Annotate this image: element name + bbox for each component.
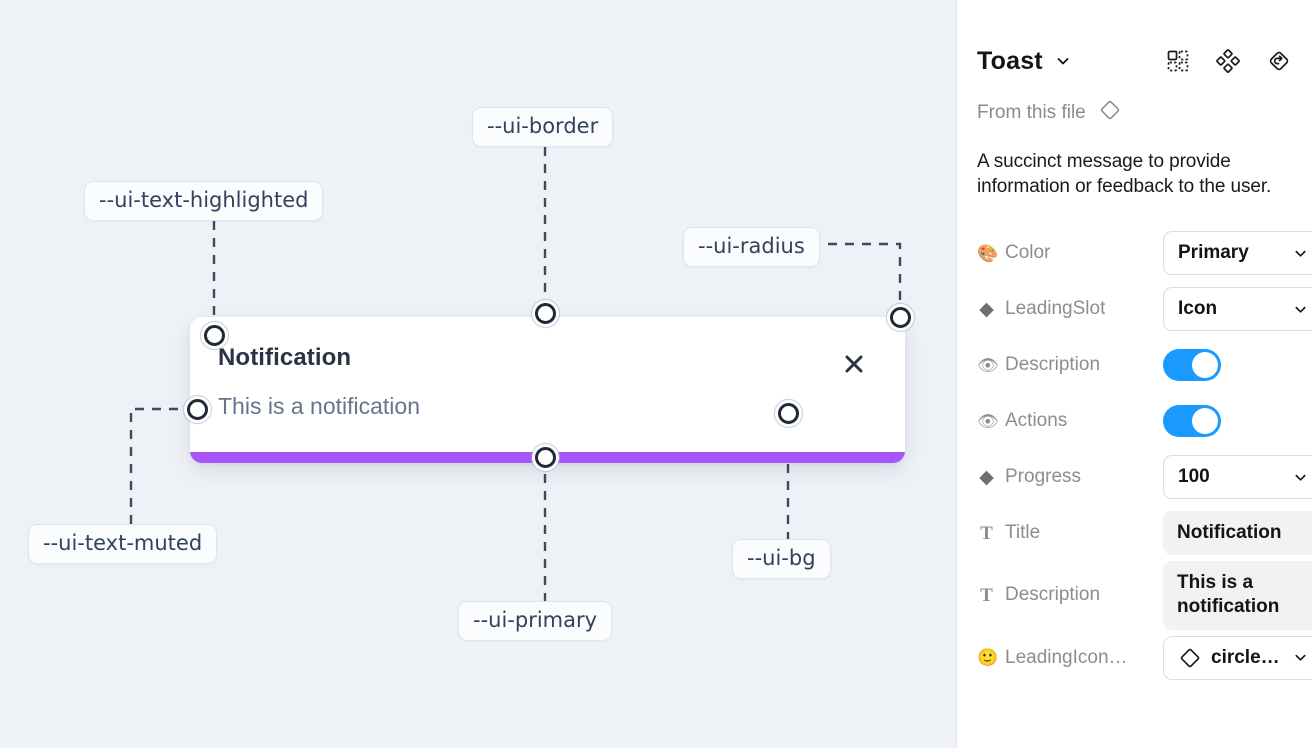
handle-border[interactable] — [534, 302, 556, 324]
property-row-title: T Title Notification — [977, 505, 1312, 561]
chevron-down-icon — [1293, 302, 1308, 317]
actions-toggle[interactable] — [1163, 405, 1221, 438]
close-x-icon[interactable] — [841, 351, 867, 377]
eye-emoji-icon: 👁 — [977, 355, 999, 375]
property-row-actions-toggle: 👁 Actions — [977, 393, 1292, 449]
handle-primary[interactable] — [534, 446, 556, 468]
property-row-color: 🎨 Color Primary — [977, 225, 1312, 281]
smiley-emoji-icon: 🙂 — [977, 648, 999, 668]
token-chip-ui-border[interactable]: --ui-border — [472, 107, 614, 148]
leadingicon-select-value: circle… — [1211, 646, 1280, 668]
token-chip-ui-radius[interactable]: --ui-radius — [683, 227, 820, 268]
diamond-icon: ◆ — [979, 466, 994, 488]
toast-description: This is a notification — [218, 393, 420, 419]
leadingicon-select[interactable]: circle… — [1163, 635, 1312, 680]
progress-select[interactable]: 100 — [1163, 455, 1312, 500]
token-chip-ui-text-muted[interactable]: --ui-text-muted — [28, 524, 218, 565]
chevron-down-icon — [1293, 470, 1308, 485]
property-name: Description — [1005, 354, 1101, 376]
text-type-icon: T — [980, 584, 993, 606]
toggle-knob — [1192, 352, 1218, 379]
properties-panel: Toast — [956, 0, 1312, 748]
color-select-value: Primary — [1178, 242, 1249, 264]
property-row-leadingslot: ◆ LeadingSlot Icon — [977, 281, 1312, 337]
handle-bg[interactable] — [777, 402, 799, 424]
toast-title: Notification — [218, 344, 352, 371]
color-select[interactable]: Primary — [1163, 231, 1312, 276]
chevron-down-icon — [1293, 650, 1308, 665]
toggle-knob — [1192, 408, 1218, 435]
chevron-down-icon — [1293, 246, 1308, 261]
property-label-description-text: T Description — [977, 584, 1163, 606]
from-this-file-label: From this file — [977, 101, 1086, 123]
property-name: Title — [1005, 522, 1041, 544]
component-set-icon[interactable] — [1216, 49, 1240, 73]
property-label-leadingicon: 🙂 LeadingIcon… — [977, 647, 1163, 669]
design-canvas[interactable]: Notification This is a notification --ui… — [0, 0, 956, 748]
chevron-down-icon[interactable] — [1055, 53, 1071, 69]
property-name: Color — [1005, 242, 1051, 264]
token-chip-ui-text-highlighted[interactable]: --ui-text-highlighted — [84, 181, 324, 222]
wire-radius — [828, 242, 902, 317]
property-row-progress: ◆ Progress 100 — [977, 449, 1312, 505]
property-row-description-toggle: 👁 Description — [977, 337, 1292, 393]
panel-title: Toast — [977, 46, 1043, 75]
property-label-progress: ◆ Progress — [977, 466, 1163, 488]
description-input[interactable]: This is a notification — [1163, 561, 1312, 630]
reset-instance-icon[interactable] — [1266, 48, 1292, 74]
property-label-title: T Title — [977, 522, 1163, 544]
palette-emoji-icon: 🎨 — [977, 243, 999, 263]
component-description: A succinct message to provide informatio… — [977, 151, 1272, 198]
property-name: Description — [1005, 584, 1101, 606]
property-label-leadingslot: ◆ LeadingSlot — [977, 298, 1163, 320]
token-chip-ui-primary[interactable]: --ui-primary — [458, 601, 613, 642]
handle-text-highlighted[interactable] — [203, 324, 225, 346]
panel-header: Toast — [977, 30, 1292, 92]
eye-emoji-icon: 👁 — [977, 411, 999, 431]
property-label-description-toggle: 👁 Description — [977, 354, 1163, 376]
property-label-actions-toggle: 👁 Actions — [977, 410, 1163, 432]
leadingslot-select-value: Icon — [1178, 298, 1218, 320]
wire-text-muted — [129, 407, 197, 524]
description-toggle[interactable] — [1163, 349, 1221, 382]
property-name: LeadingSlot — [1005, 298, 1106, 320]
diamond-component-icon — [1178, 646, 1202, 670]
property-name: Actions — [1005, 410, 1068, 432]
title-input[interactable]: Notification — [1163, 511, 1312, 556]
property-list: 🎨 Color Primary ◆ LeadingSlot — [977, 225, 1312, 686]
property-row-description-text: T Description This is a notification — [977, 561, 1312, 630]
property-label-color: 🎨 Color — [977, 242, 1163, 264]
panel-header-icons — [1166, 48, 1292, 74]
property-name: LeadingIcon… — [1005, 646, 1128, 668]
text-type-icon: T — [980, 522, 993, 544]
token-chip-ui-bg[interactable]: --ui-bg — [732, 539, 831, 580]
component-variants-icon[interactable] — [1166, 49, 1190, 73]
property-name: Progress — [1005, 466, 1082, 488]
property-row-leadingicon: 🙂 LeadingIcon… circle… — [977, 630, 1312, 686]
handle-text-muted[interactable] — [186, 398, 208, 420]
from-this-file-row[interactable]: From this file — [977, 98, 1292, 127]
diamond-icon: ◆ — [979, 298, 994, 320]
diamond-component-icon — [1098, 98, 1122, 127]
toast-preview-card[interactable]: Notification This is a notification — [190, 317, 905, 463]
progress-select-value: 100 — [1178, 466, 1210, 488]
handle-radius[interactable] — [889, 306, 911, 328]
leadingslot-select[interactable]: Icon — [1163, 287, 1312, 332]
